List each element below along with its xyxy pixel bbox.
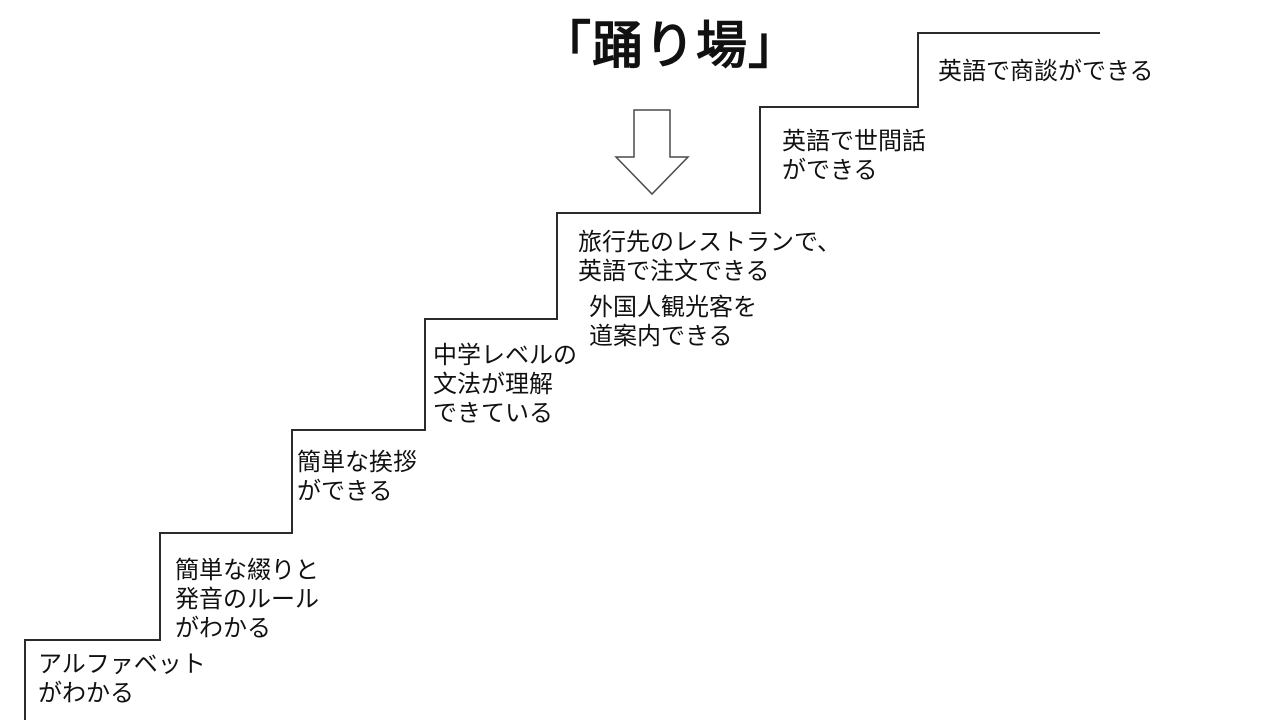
step-label-junior-high-grammar: 中学レベルの 文法が理解 できている (433, 342, 577, 427)
step-label-business-talk: 英語で商談ができる (938, 58, 1154, 85)
step-label-spelling-pronunciation: 簡単な綴りと 発音のルール がわかる (175, 557, 319, 642)
slide-title: 「踊り場」 (540, 17, 801, 74)
step-label-small-talk: 英語で世間話 ができる (782, 128, 926, 184)
step-label-guiding-tourists: 外国人観光客を 道案内できる (589, 294, 757, 350)
down-arrow-icon (614, 109, 690, 196)
step-label-simple-greetings: 簡単な挨拶 ができる (297, 449, 417, 505)
step-label-alphabet: アルファベット がわかる (38, 651, 206, 707)
step-label-restaurant-ordering: 旅行先のレストランで、 英語で注文できる (578, 229, 842, 285)
staircase-line (24, 32, 1100, 720)
